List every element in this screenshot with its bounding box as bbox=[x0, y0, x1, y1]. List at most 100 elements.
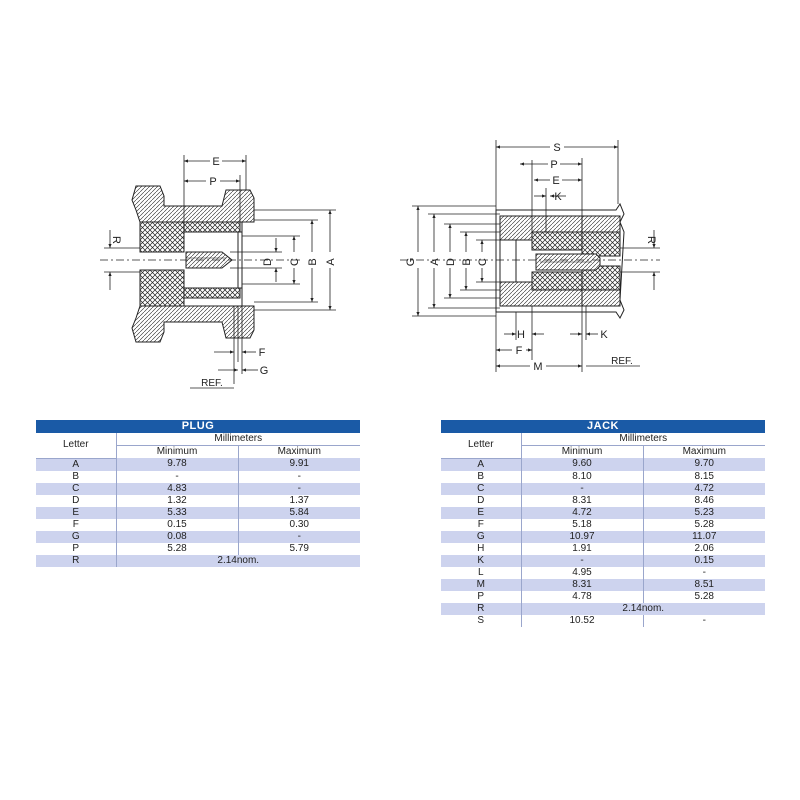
table-cell: - bbox=[520, 554, 643, 567]
table-cell: - bbox=[237, 470, 360, 483]
table-cell: F bbox=[441, 518, 521, 531]
jack-label-a: A bbox=[429, 258, 441, 266]
jack-dielectric-top bbox=[531, 231, 583, 251]
table-cell: 2.14nom. bbox=[115, 554, 360, 567]
jack-dimension-labels: S P E K G A D B C R H K F M REF. bbox=[405, 142, 657, 373]
plug-dielectric-bottom-inner bbox=[183, 287, 241, 299]
jack-label-k-top: K bbox=[554, 191, 562, 203]
jack-label-g: G bbox=[405, 258, 417, 267]
plug-label-f: F bbox=[259, 347, 266, 359]
table-cell: 8.46 bbox=[642, 494, 765, 507]
table-cell: 5.79 bbox=[237, 542, 360, 555]
table-cell: 2.14nom. bbox=[520, 602, 765, 615]
plug-label-c: C bbox=[289, 258, 301, 266]
table-cell: R bbox=[441, 602, 521, 615]
table-cell: 8.31 bbox=[520, 494, 643, 507]
table-cell: P bbox=[36, 542, 116, 555]
jack-label-ref: REF. bbox=[611, 356, 633, 367]
table-cell: 5.28 bbox=[115, 542, 238, 555]
table-cell: 9.78 bbox=[115, 458, 238, 471]
table-cell: C bbox=[441, 482, 521, 495]
table-cell: 5.33 bbox=[115, 506, 238, 519]
plug-drawing bbox=[131, 185, 255, 343]
table-cell: 0.15 bbox=[642, 554, 765, 567]
table-cell: 5.28 bbox=[642, 590, 765, 603]
jack-label-m: M bbox=[533, 361, 542, 373]
plug-label-p: P bbox=[209, 176, 216, 188]
table-cell: 5.28 bbox=[642, 518, 765, 531]
plug-col-letter: Letter bbox=[36, 433, 116, 459]
table-cell: 4.78 bbox=[520, 590, 643, 603]
table-cell: 8.10 bbox=[520, 470, 643, 483]
table-cell: E bbox=[36, 506, 116, 519]
plug-dielectric-top bbox=[139, 221, 185, 253]
table-row: K-0.15 bbox=[441, 554, 765, 567]
jack-label-k-bottom: K bbox=[600, 329, 608, 341]
table-cell: 8.31 bbox=[520, 578, 643, 591]
table-cell: 0.30 bbox=[237, 518, 360, 531]
plug-dielectric-bottom bbox=[139, 269, 185, 307]
jack-label-r: R bbox=[645, 236, 657, 244]
plug-dielectric-top-inner bbox=[183, 221, 241, 233]
jack-shoulder-top bbox=[581, 215, 621, 233]
table-cell: S bbox=[441, 614, 521, 627]
plug-dimension-labels: E P R D C B A F G REF. bbox=[110, 156, 337, 389]
table-cell: - bbox=[115, 470, 238, 483]
table-cell: 2.06 bbox=[642, 542, 765, 555]
table-row: B-- bbox=[36, 470, 360, 483]
plug-label-r: R bbox=[110, 236, 122, 244]
table-cell: 8.51 bbox=[642, 578, 765, 591]
table-cell: 9.91 bbox=[237, 458, 360, 471]
plug-dimensions bbox=[104, 155, 336, 389]
table-cell: 4.95 bbox=[520, 566, 643, 579]
table-cell: M bbox=[441, 578, 521, 591]
table-cell: - bbox=[237, 482, 360, 495]
table-cell: 1.91 bbox=[520, 542, 643, 555]
table-cell: 5.84 bbox=[237, 506, 360, 519]
jack-label-s: S bbox=[553, 142, 560, 154]
table-cell: 9.70 bbox=[642, 458, 765, 471]
jack-label-h: H bbox=[517, 329, 525, 341]
table-cell: 4.72 bbox=[520, 506, 643, 519]
jack-table: JACK Letter Millimeters Minimum Maximum … bbox=[441, 420, 765, 627]
table-cell: R bbox=[36, 554, 116, 567]
plug-label-ref: REF. bbox=[201, 378, 223, 389]
jack-dielectric-bottom bbox=[531, 271, 583, 291]
table-cell: H bbox=[441, 542, 521, 555]
jack-label-p: P bbox=[550, 159, 557, 171]
plug-label-e: E bbox=[212, 156, 219, 168]
plug-body-top bbox=[131, 185, 255, 223]
table-cell: G bbox=[441, 530, 521, 543]
table-row: C-4.72 bbox=[441, 482, 765, 495]
jack-table-title: JACK bbox=[441, 420, 765, 433]
table-cell: F bbox=[36, 518, 116, 531]
table-cell: 11.07 bbox=[642, 530, 765, 543]
connector-drawings: E P R D C B A F G REF. bbox=[100, 140, 660, 389]
plug-label-a: A bbox=[325, 258, 337, 266]
table-cell: 4.72 bbox=[642, 482, 765, 495]
table-cell: 9.60 bbox=[520, 458, 643, 471]
table-cell: B bbox=[36, 470, 116, 483]
jack-col-millimeters: Millimeters bbox=[520, 433, 765, 446]
plug-col-minimum: Minimum bbox=[115, 445, 238, 458]
table-cell: 10.52 bbox=[520, 614, 643, 627]
table-cell: 10.97 bbox=[520, 530, 643, 543]
table-cell: P bbox=[441, 590, 521, 603]
